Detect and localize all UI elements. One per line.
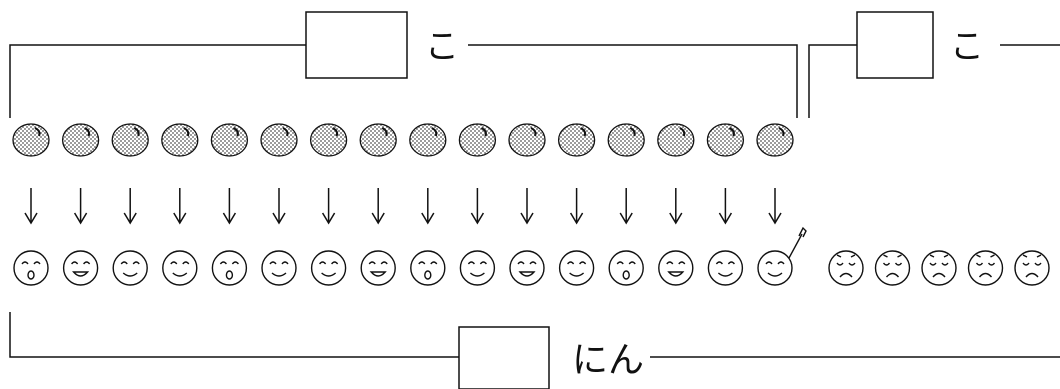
bottom-answer-box[interactable] — [459, 327, 549, 389]
happy-face-icon — [113, 251, 147, 285]
down-arrow-icon — [372, 188, 384, 223]
top-right-counter-label: こ — [950, 27, 984, 67]
ball-row — [13, 124, 793, 156]
down-arrow-icon — [174, 188, 186, 223]
bottom-counter-label: にん — [572, 340, 644, 381]
happy-face-icon — [609, 251, 643, 285]
happy-face-icon — [460, 251, 494, 285]
happy-face-icon — [361, 251, 395, 285]
top-left-bracket-left-line — [10, 45, 306, 118]
down-arrow-icon — [521, 188, 533, 223]
top-right-answer-box[interactable] — [857, 12, 933, 78]
raised-hand-icon — [789, 228, 806, 258]
happy-face-icon — [163, 251, 197, 285]
happy-face-icon — [312, 251, 346, 285]
top-right-bracket — [809, 45, 1060, 118]
ball-icon — [13, 124, 49, 156]
down-arrow-icon — [769, 188, 781, 223]
happy-face-icon — [14, 251, 48, 285]
ball-icon — [112, 124, 148, 156]
down-arrow-icon — [223, 188, 235, 223]
ball-icon — [757, 124, 793, 156]
ball-icon — [162, 124, 198, 156]
sad-face-icon — [1015, 251, 1049, 285]
happy-face-icon — [510, 251, 544, 285]
ball-icon — [658, 124, 694, 156]
ball-icon — [311, 124, 347, 156]
ball-icon — [608, 124, 644, 156]
arrow-row — [25, 188, 781, 223]
down-arrow-icon — [75, 188, 87, 223]
ball-icon — [360, 124, 396, 156]
ball-icon — [410, 124, 446, 156]
sad-face-icon — [922, 251, 956, 285]
down-arrow-icon — [471, 188, 483, 223]
top-left-answer-box[interactable] — [306, 12, 407, 78]
happy-face-icon — [212, 251, 246, 285]
ball-icon — [459, 124, 495, 156]
face-row — [14, 228, 1049, 285]
down-arrow-icon — [571, 188, 583, 223]
top-left-counter-label: こ — [425, 27, 459, 67]
ball-icon — [707, 124, 743, 156]
top-left-bracket-right-line — [468, 45, 797, 118]
happy-face-icon — [262, 251, 296, 285]
sad-face-icon — [969, 251, 1003, 285]
happy-face-icon — [411, 251, 445, 285]
down-arrow-icon — [719, 188, 731, 223]
ball-icon — [261, 124, 297, 156]
happy-face-icon — [560, 251, 594, 285]
happy-face-icon — [659, 251, 693, 285]
ball-icon — [559, 124, 595, 156]
happy-face-icon — [758, 251, 792, 285]
down-arrow-icon — [323, 188, 335, 223]
down-arrow-icon — [670, 188, 682, 223]
ball-icon — [211, 124, 247, 156]
ball-icon — [509, 124, 545, 156]
down-arrow-icon — [422, 188, 434, 223]
happy-face-icon — [708, 251, 742, 285]
top-right-bracket-left-line — [809, 45, 857, 118]
down-arrow-icon — [25, 188, 37, 223]
ball-icon — [63, 124, 99, 156]
happy-face-icon — [64, 251, 98, 285]
sad-face-icon — [829, 251, 863, 285]
bottom-bracket-left-line — [10, 312, 459, 357]
down-arrow-icon — [273, 188, 285, 223]
down-arrow-icon — [620, 188, 632, 223]
sad-face-icon — [876, 251, 910, 285]
down-arrow-icon — [124, 188, 136, 223]
